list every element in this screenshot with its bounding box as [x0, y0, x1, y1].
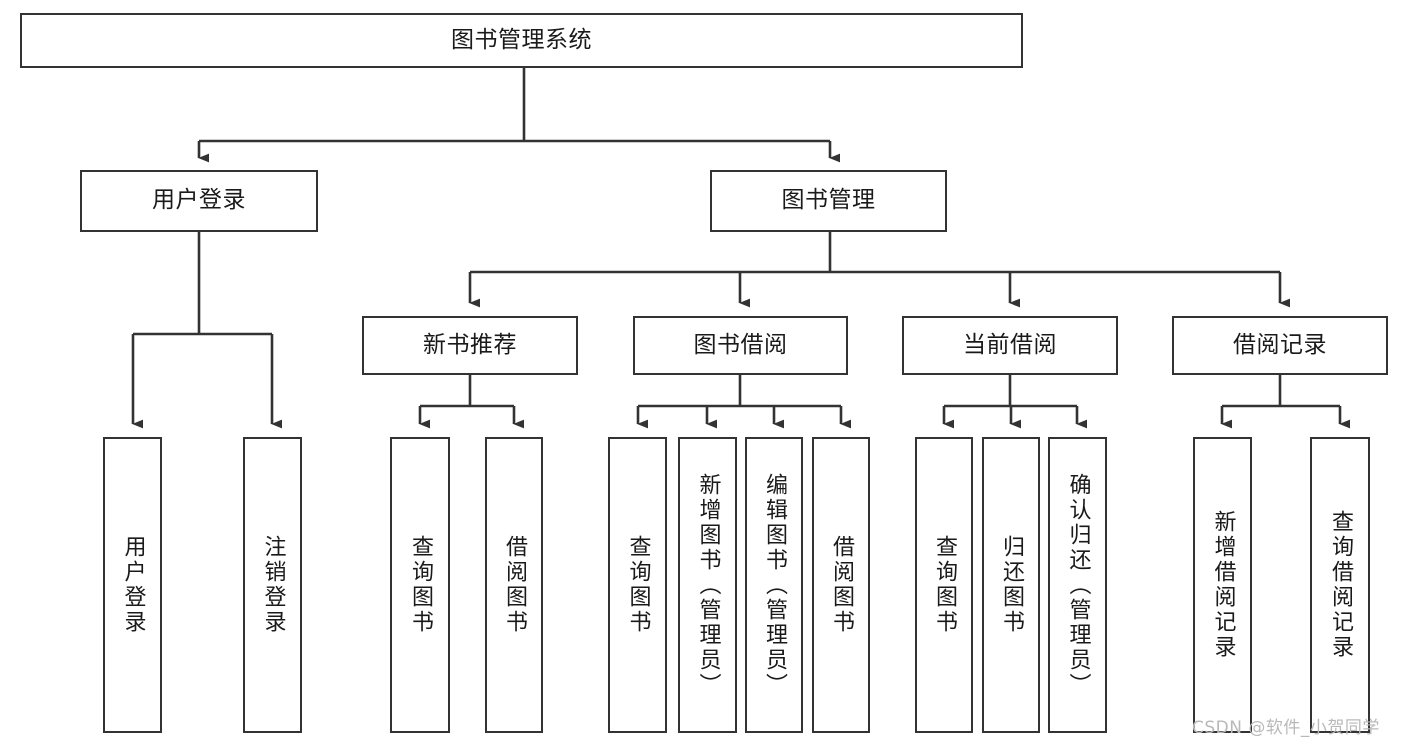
leaf-return-book[interactable]: 归还图书 — [982, 437, 1040, 733]
node-user-login-label: 用户登录 — [152, 187, 246, 214]
leaf-query-record[interactable]: 查询借阅记录 — [1310, 437, 1370, 733]
leaf-query-book-current[interactable]: 查询图书 — [915, 437, 973, 733]
leaf-add-record-label: 新增借阅记录 — [1210, 510, 1236, 660]
node-root-label: 图书管理系统 — [451, 26, 592, 53]
csdn-watermark: CSDN @软件_小贺同学 — [1192, 718, 1380, 738]
leaf-return-book-label: 归还图书 — [998, 535, 1024, 635]
leaf-add-book-label: 新增图书（管理员） — [695, 472, 721, 698]
leaf-edit-book[interactable]: 编辑图书（管理员） — [745, 437, 803, 733]
node-current-borrow[interactable]: 当前借阅 — [902, 316, 1118, 375]
leaf-add-record[interactable]: 新增借阅记录 — [1193, 437, 1252, 733]
leaf-borrow-book[interactable]: 借阅图书 — [812, 437, 870, 733]
leaf-query-book-rec[interactable]: 查询图书 — [390, 437, 450, 733]
node-borrow-records-label: 借阅记录 — [1233, 331, 1327, 358]
leaf-borrow-book-label: 借阅图书 — [828, 535, 854, 635]
leaf-confirm-return[interactable]: 确认归还（管理员） — [1048, 437, 1107, 733]
node-book-borrow-label: 图书借阅 — [693, 331, 788, 358]
node-new-book-recommend-label: 新书推荐 — [423, 331, 517, 358]
node-borrow-records[interactable]: 借阅记录 — [1172, 316, 1388, 375]
node-book-management[interactable]: 图书管理 — [710, 170, 947, 232]
leaf-query-book-borrow-label: 查询图书 — [625, 535, 651, 635]
leaf-query-record-label: 查询借阅记录 — [1327, 510, 1353, 660]
leaf-query-book-current-label: 查询图书 — [931, 535, 957, 635]
leaf-borrow-book-rec[interactable]: 借阅图书 — [485, 437, 543, 733]
leaf-borrow-book-rec-label: 借阅图书 — [501, 535, 527, 635]
leaf-user-login[interactable]: 用户登录 — [103, 437, 162, 733]
node-user-login[interactable]: 用户登录 — [80, 170, 318, 232]
connectors — [131, 68, 1351, 429]
node-current-borrow-label: 当前借阅 — [963, 331, 1057, 358]
node-root[interactable]: 图书管理系统 — [20, 13, 1023, 68]
leaf-confirm-return-label: 确认归还（管理员） — [1065, 472, 1091, 698]
leaf-logout[interactable]: 注销登录 — [243, 437, 302, 733]
leaf-query-book-borrow[interactable]: 查询图书 — [608, 437, 667, 733]
leaf-edit-book-label: 编辑图书（管理员） — [761, 472, 787, 698]
node-book-borrow[interactable]: 图书借阅 — [633, 316, 848, 375]
leaf-user-login-label: 用户登录 — [120, 535, 146, 635]
node-book-management-label: 图书管理 — [781, 187, 876, 214]
leaf-logout-label: 注销登录 — [260, 535, 286, 635]
leaf-add-book[interactable]: 新增图书（管理员） — [678, 437, 737, 733]
node-new-book-recommend[interactable]: 新书推荐 — [362, 316, 578, 375]
leaf-query-book-rec-label: 查询图书 — [407, 535, 433, 635]
